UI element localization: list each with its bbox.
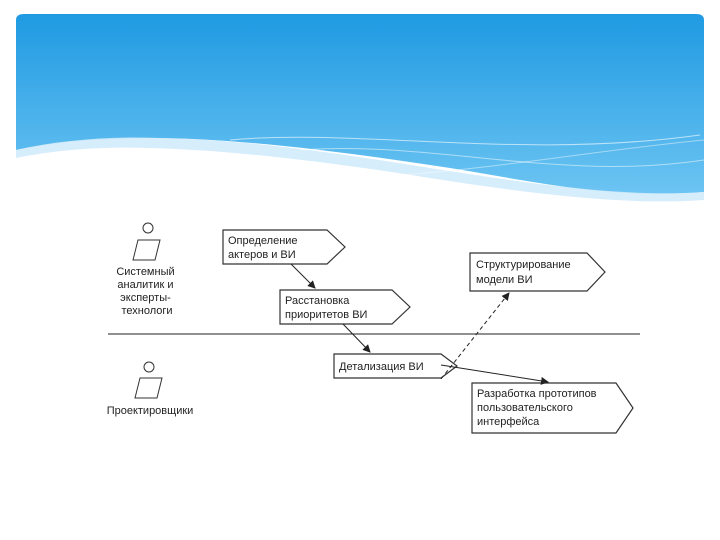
- svg-text:Разработка прототипов: Разработка прототипов пользовательского …: [477, 388, 600, 428]
- banner-wave-line-2: [299, 147, 705, 167]
- wave-banner: [16, 14, 705, 202]
- activity-label-line: Расстановка: [285, 295, 350, 307]
- actor-label-analysts: Системный аналитик и эксперты- технологи: [116, 266, 177, 317]
- activity-detail: Детализация ВИ: [333, 353, 458, 379]
- activity-label-line: пользовательского: [477, 402, 573, 414]
- activity-label-line: приоритетов ВИ: [285, 309, 367, 321]
- activity-label-line: Структурирование: [476, 259, 571, 271]
- activity-label-line: интерфейса: [477, 416, 540, 428]
- activity-prioritize: Расстановка приоритетов ВИ: [279, 289, 411, 325]
- activity-label-line: Разработка прототипов: [477, 388, 597, 400]
- banner-wave-light: [16, 137, 704, 202]
- banner-fill: [16, 14, 704, 194]
- actor-icon: [134, 361, 163, 399]
- actor-label-line: Проектировщики: [107, 405, 194, 417]
- svg-text:Расстановка приоритето: Расстановка приоритетов ВИ: [285, 295, 367, 321]
- flow-arrow-detail-to-prototype: [440, 364, 549, 385]
- activity-label-line: модели ВИ: [476, 274, 532, 286]
- actor-label-line: эксперты-: [120, 292, 171, 304]
- activity-label-line: Детализация ВИ: [339, 361, 424, 373]
- activity-structure: Структурирование модели ВИ: [469, 252, 606, 292]
- flow-arrow-prioritize-to-detail: [342, 323, 371, 353]
- activity-prototype: Разработка прототипов пользовательского …: [471, 382, 634, 434]
- actor-label-line: технологи: [121, 305, 172, 317]
- flow-arrow-detail-to-structure: [440, 292, 510, 380]
- banner-wave-line-3: [399, 139, 705, 176]
- actor-label-designers: Проектировщики: [107, 405, 194, 417]
- actor-label-line: Системный: [116, 266, 174, 278]
- actor-label-line: аналитик и: [117, 279, 173, 291]
- flow-arrow-define-to-prioritize: [290, 263, 316, 289]
- activity-define-actors: Определение актеров и ВИ: [222, 229, 346, 265]
- actor-icon: [132, 222, 161, 261]
- svg-text:Детализация ВИ: Детализация ВИ: [339, 361, 424, 373]
- activity-label-line: актеров и ВИ: [228, 249, 296, 261]
- svg-text:Структурирование модел: Структурирование модели ВИ: [476, 259, 574, 286]
- banner-wave-line-1: [229, 134, 701, 146]
- activity-label-line: Определение: [228, 235, 298, 247]
- svg-text:Определение актеров и: Определение актеров и ВИ: [228, 235, 301, 261]
